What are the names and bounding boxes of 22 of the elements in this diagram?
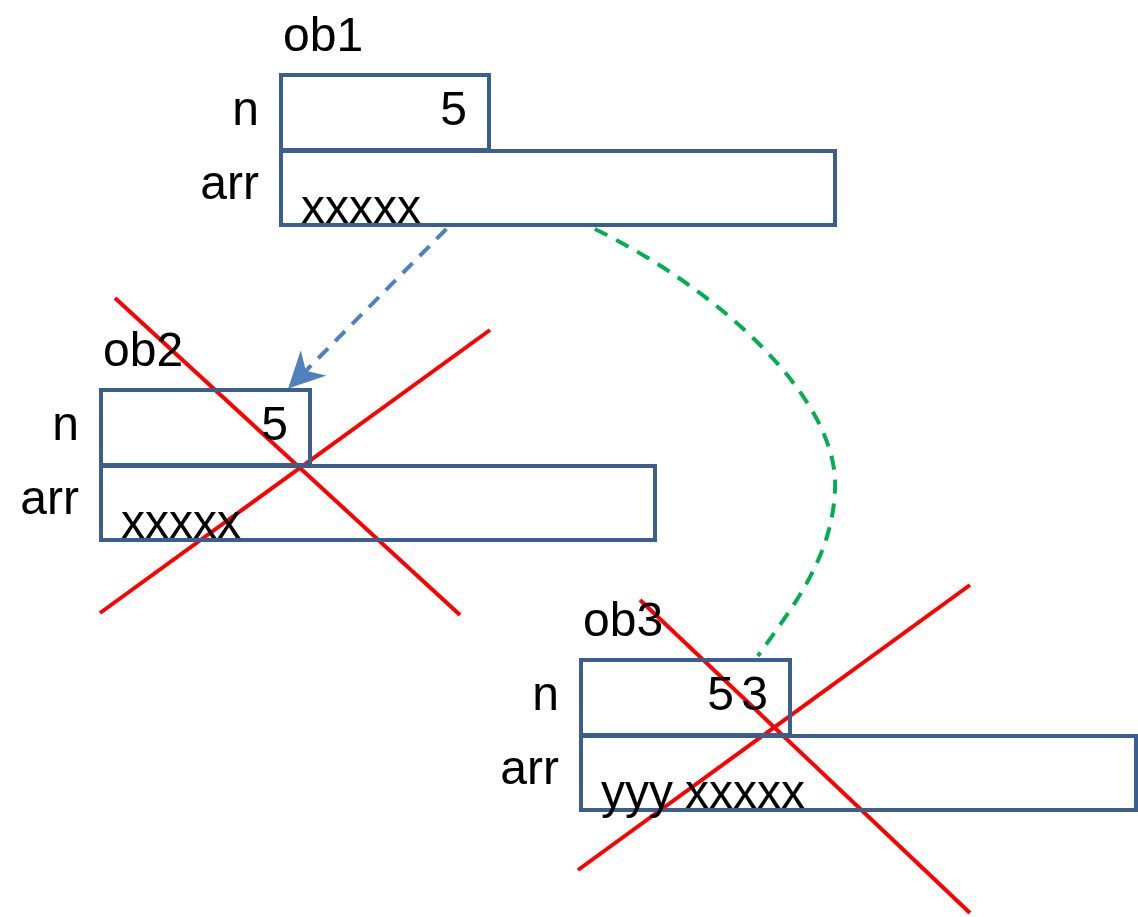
field-value: 5 [440, 85, 467, 133]
field-name: arr [500, 744, 559, 792]
field-name: n [52, 400, 79, 448]
array-value: xxxxx [301, 183, 421, 231]
object-name: ob3 [583, 596, 664, 644]
field-value: 5 [261, 400, 288, 448]
field-name: n [232, 85, 259, 133]
dashed-arrow [288, 227, 448, 389]
field-name: arr [200, 159, 259, 207]
field-box [579, 658, 792, 737]
array-value: yyy [601, 768, 673, 816]
object-name: ob1 [283, 11, 364, 59]
field-value: 3 [741, 670, 768, 718]
array-box [279, 149, 837, 227]
array-value: xxxxx [685, 768, 805, 816]
field-name: n [532, 670, 559, 718]
field-value: 5 [707, 670, 734, 718]
dashed-connector [593, 227, 837, 658]
field-box [99, 388, 312, 467]
field-box [279, 73, 491, 152]
field-name: arr [20, 474, 79, 522]
array-box [99, 464, 657, 542]
